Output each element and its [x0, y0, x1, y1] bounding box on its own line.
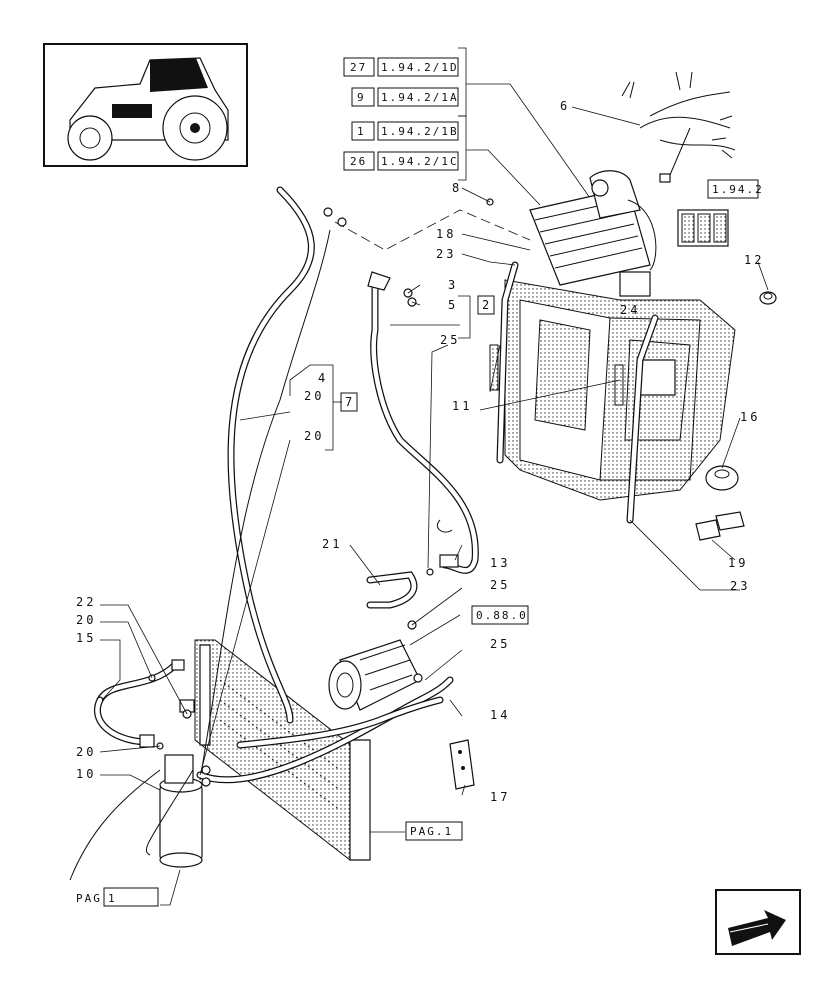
callout-5: 5: [448, 298, 458, 312]
callout-20b: 20: [304, 429, 324, 443]
callout-20a: 20: [304, 389, 324, 403]
callout-25a: 25: [440, 333, 460, 347]
receiver-drier: [69, 754, 203, 881]
callout-20d: 20: [76, 745, 96, 759]
callout-13: 13: [490, 556, 510, 570]
reference-text: 9: [357, 91, 366, 104]
grommet-part: [759, 291, 777, 305]
reference-text: 1.94.2: [712, 183, 764, 196]
callout-25b: 25: [490, 578, 510, 592]
callout-10: 10: [76, 767, 96, 781]
ref-26[interactable]: 26 1.94.2/1C: [343, 151, 459, 171]
ref-27[interactable]: 27 1.94.2/1D: [343, 57, 459, 77]
bracket-part: [449, 739, 475, 790]
callout-20c: 20: [76, 613, 96, 627]
previous-page-arrow-icon[interactable]: [715, 889, 801, 955]
callout-25c: 25: [490, 637, 510, 651]
callout-24: 24: [620, 303, 640, 317]
ref-pag-left[interactable]: PAG 1: [76, 887, 159, 907]
reference-text: 1.94.2/1A: [381, 91, 459, 104]
callout-14: 14: [490, 708, 510, 722]
callout-22: 22: [76, 595, 96, 609]
ref-9[interactable]: 9 1.94.2/1A: [351, 87, 459, 107]
reference-text: PAG: [76, 892, 102, 905]
reference-text: 1.94.2/1B: [381, 125, 459, 138]
tractor-thumbnail-icon: [43, 43, 248, 167]
ref-1[interactable]: 1 1.94.2/1B: [351, 121, 459, 141]
callout-18: 18: [436, 227, 456, 241]
callout-12: 12: [744, 253, 764, 267]
callout-23a: 23: [436, 247, 456, 261]
callout-2: 2: [482, 298, 492, 312]
reference-text: 1: [108, 892, 117, 905]
callout-11: 11: [452, 399, 472, 413]
pads-part: [695, 511, 745, 541]
reference-text: 26: [350, 155, 367, 168]
cab-frame: [504, 279, 736, 501]
heater-evaporator-unit: [529, 170, 657, 297]
callout-6: 6: [560, 99, 570, 113]
callout-19: 19: [728, 556, 748, 570]
compressor: [328, 639, 421, 711]
callout-16: 16: [740, 410, 760, 424]
callout-4: 4: [318, 371, 328, 385]
tape-roll-part: [705, 465, 739, 491]
reference-text: PAG.1: [410, 825, 453, 838]
reference-text: 27: [350, 61, 367, 74]
callout-3: 3: [448, 278, 458, 292]
reference-text: 1.94.2/1D: [381, 61, 459, 74]
reference-text: 1: [357, 125, 366, 138]
ref-pag-right[interactable]: PAG.1: [405, 821, 463, 841]
callout-8: 8: [452, 181, 462, 195]
wiring-harness: [621, 71, 736, 183]
ref-0-88-0[interactable]: 0.88.0: [471, 605, 529, 625]
callout-17: 17: [490, 790, 510, 804]
callout-23b: 23: [730, 579, 750, 593]
callout-7: 7: [345, 395, 355, 409]
reference-text: 1.94.2/1C: [381, 155, 459, 168]
ref-1-94-2[interactable]: 1.94.2: [677, 179, 764, 247]
condenser: [194, 639, 371, 861]
reference-text: 0.88.0: [476, 609, 528, 622]
callout-21: 21: [322, 537, 342, 551]
callout-15: 15: [76, 631, 96, 645]
